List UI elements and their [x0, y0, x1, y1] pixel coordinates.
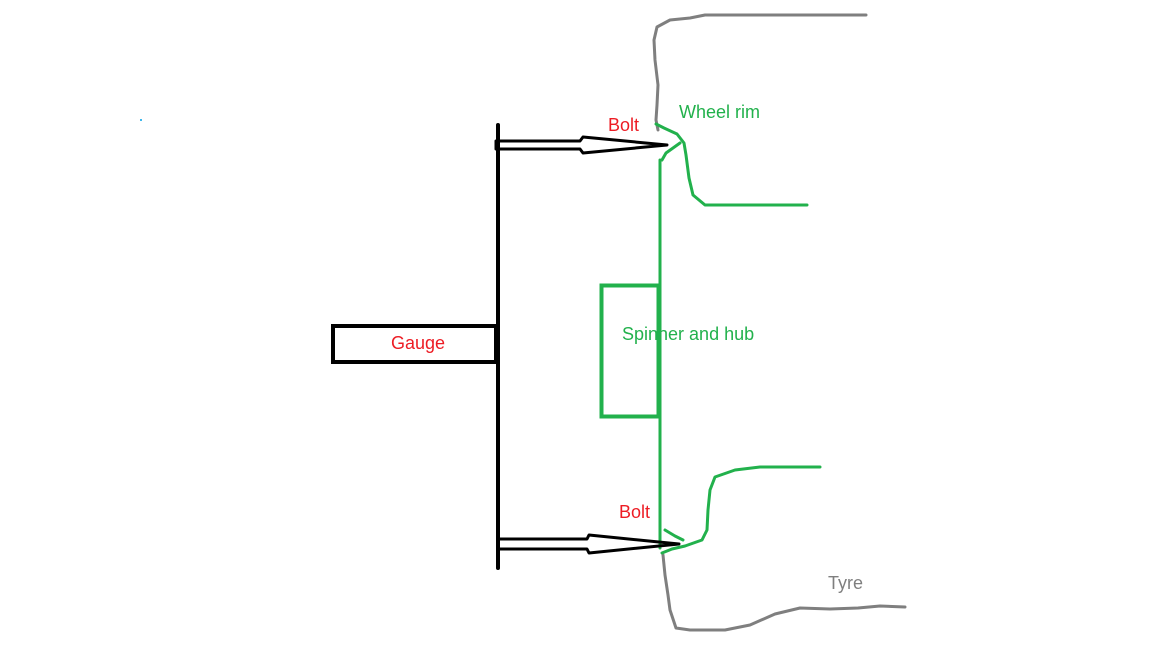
gauge-label: Gauge: [391, 333, 445, 353]
rim-upper-contour: [654, 122, 809, 207]
tyre-upper-outline: [652, 13, 868, 132]
gauge-assembly: [331, 123, 681, 570]
wheel-rim-label: Wheel rim: [679, 102, 760, 122]
spinner-hub-label: Spinner and hub: [622, 324, 754, 344]
rim-lower-contour: [660, 465, 822, 555]
bolt-top-arrow: [494, 135, 669, 155]
tyre-lower-outline: [661, 553, 907, 632]
rim-upper-lip: [660, 141, 682, 162]
tyre-label: Tyre: [828, 573, 863, 593]
bolt-top-label: Bolt: [608, 115, 639, 135]
bolt-bottom-label: Bolt: [619, 502, 650, 522]
gauge-box: [331, 324, 498, 364]
spinner-hub-box: [599, 283, 661, 419]
rim-lower-lip: [663, 528, 685, 542]
stray-dot: [140, 119, 142, 121]
tyre-outline: [652, 13, 907, 632]
bolt-bottom-arrow: [496, 533, 681, 555]
